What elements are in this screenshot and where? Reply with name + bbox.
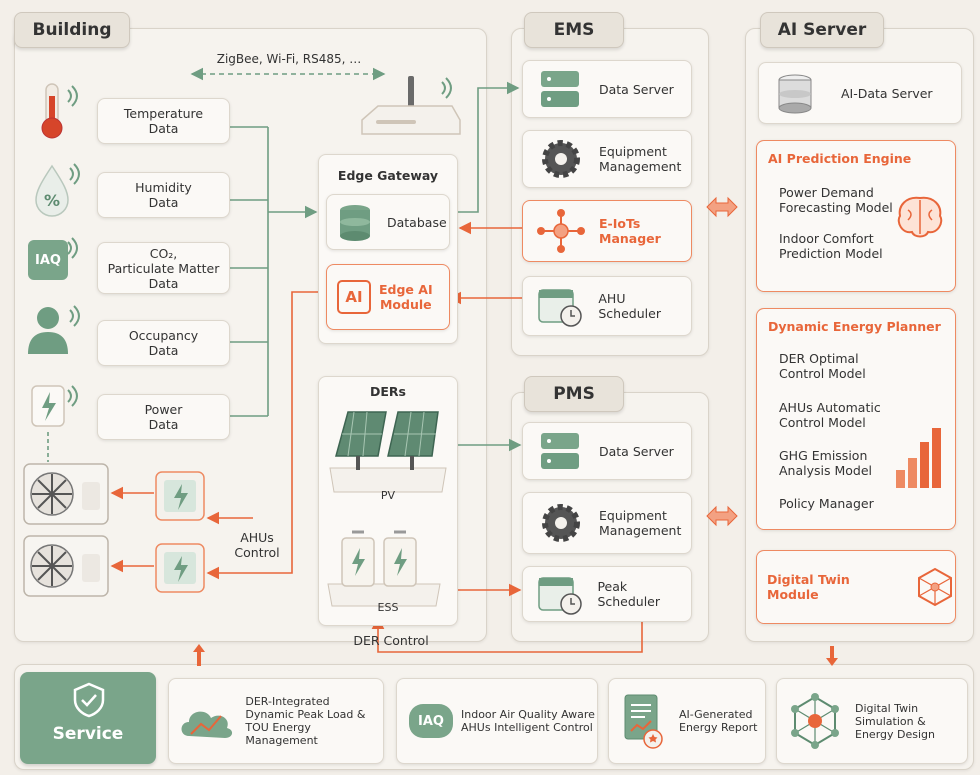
shield-check-icon	[73, 682, 105, 718]
dynamic-energy-planner-card	[756, 308, 956, 530]
temperature-data-card: Temperature Data	[97, 98, 230, 144]
service-title: Service	[52, 724, 124, 744]
pms-data-server-card: Data Server	[522, 422, 692, 480]
calendar-clock-icon	[538, 577, 582, 615]
pms-equipment-management-card: Equipment Management	[522, 492, 692, 554]
service-iaq-ahu-card: IAQ Indoor Air Quality Aware AHUs Intell…	[396, 678, 598, 764]
ai-prediction-engine-title: AI Prediction Engine	[768, 151, 912, 166]
peak-scheduler-card: Peak Scheduler	[522, 566, 692, 622]
thermometer-icon	[41, 83, 78, 139]
ems-equipment-management-label: Equipment Management	[599, 144, 682, 174]
power-data-label: Power Data	[144, 402, 183, 432]
network-nodes-icon	[537, 209, 585, 253]
edge-gateway-title: Edge Gateway	[337, 168, 439, 183]
dynamic-energy-planner-title: Dynamic Energy Planner	[768, 319, 941, 334]
ahu-unit-icon	[23, 535, 109, 597]
ess-battery-icon	[327, 530, 441, 607]
service-digital-twin-card: Digital Twin Simulation & Energy Design	[776, 678, 968, 764]
occupancy-icon	[28, 305, 80, 354]
ahu-scheduler-card: AHU Scheduler	[522, 276, 692, 336]
pms-equipment-management-label: Equipment Management	[599, 508, 682, 538]
edge-ai-module-label: Edge AI Module	[379, 282, 433, 312]
e-iots-manager-card: E-IoTs Manager	[522, 200, 692, 262]
co2-pm-data-label: CO₂, Particulate Matter Data	[107, 245, 220, 291]
ess-label: ESS	[377, 601, 399, 614]
humidity-icon: %	[35, 163, 80, 217]
bar-chart-icon	[896, 428, 941, 488]
ahu-controller-icon	[155, 543, 205, 593]
iaq-badge-icon: IAQ	[409, 704, 453, 738]
ahus-automatic-control-item: AHUs Automatic Control Model	[779, 400, 881, 430]
power-meter-icon	[31, 385, 78, 427]
cube-network-icon	[918, 567, 953, 607]
router-icon	[361, 76, 461, 135]
service-der-peak-label: DER-Integrated Dynamic Peak Load & TOU E…	[245, 695, 366, 747]
iaq-wifi-icon	[67, 237, 78, 259]
e-iots-manager-label: E-IoTs Manager	[599, 216, 661, 246]
ders-title: DERs	[370, 384, 406, 399]
database-icon	[340, 205, 370, 241]
policy-manager-item: Policy Manager	[779, 496, 874, 511]
co2-pm-data-card: CO₂, Particulate Matter Data	[97, 242, 230, 294]
peak-scheduler-label: Peak Scheduler	[597, 579, 661, 609]
cloud-chart-icon	[181, 711, 233, 738]
svg-text:%: %	[44, 191, 60, 210]
ai-data-server-card: AI-Data Server	[758, 62, 962, 124]
server-icon	[541, 71, 579, 107]
gear-icon	[542, 140, 580, 178]
ahu-scheduler-label: AHU Scheduler	[598, 291, 661, 321]
der-optimal-control-item: DER Optimal Control Model	[779, 351, 866, 381]
service-iaq-ahu-label: Indoor Air Quality Aware AHUs Intelligen…	[461, 708, 595, 734]
ems-data-server-label: Data Server	[599, 81, 674, 97]
occupancy-data-card: Occupancy Data	[97, 320, 230, 366]
pms-data-server-label: Data Server	[599, 443, 674, 459]
server-icon	[541, 433, 579, 469]
service-der-peak-card: DER-Integrated Dynamic Peak Load & TOU E…	[168, 678, 384, 764]
ems-tab: EMS	[524, 12, 624, 48]
ahus-control-label: AHUs Control	[234, 530, 280, 560]
ghg-emission-analysis-item: GHG Emission Analysis Model	[779, 448, 873, 478]
database-label: Database	[387, 214, 447, 230]
der-control-label: DER Control	[353, 633, 429, 648]
power-data-card: Power Data	[97, 394, 230, 440]
network-sphere-icon	[791, 693, 839, 749]
occupancy-data-label: Occupancy Data	[128, 328, 199, 358]
solar-panel-icon	[329, 411, 447, 493]
humidity-data-label: Humidity Data	[135, 180, 192, 210]
calendar-clock-icon	[538, 289, 582, 327]
database-icon	[778, 74, 812, 114]
power-demand-forecasting-item: Power Demand Forecasting Model	[779, 185, 893, 215]
ai-chip-icon: AI	[337, 280, 371, 314]
humidity-data-card: Humidity Data	[97, 172, 230, 218]
ems-data-server-card: Data Server	[522, 60, 692, 118]
ai-server-tab: AI Server	[760, 12, 884, 48]
protocols-label: ZigBee, Wi-Fi, RS485, …	[216, 52, 362, 66]
indoor-comfort-prediction-item: Indoor Comfort Prediction Model	[779, 231, 883, 261]
digital-twin-module-card: Digital Twin Module	[756, 550, 956, 624]
edge-ai-module-card: AI Edge AI Module	[326, 264, 450, 330]
pms-tab: PMS	[524, 376, 624, 412]
digital-twin-module-label: Digital Twin Module	[767, 572, 850, 602]
ahu-controller-icon	[155, 471, 205, 521]
temperature-data-label: Temperature Data	[123, 106, 204, 136]
service-energy-report-card: AI-Generated Energy Report	[608, 678, 766, 764]
report-document-icon	[624, 694, 663, 749]
building-tab: Building	[14, 12, 130, 48]
gear-icon	[542, 504, 580, 542]
pv-label: PV	[380, 489, 396, 502]
service-digital-twin-label: Digital Twin Simulation & Energy Design	[855, 701, 935, 741]
iaq-sensor-icon: IAQ	[28, 240, 68, 280]
ahu-unit-icon	[23, 463, 109, 525]
brain-icon	[897, 196, 943, 238]
ai-data-server-label: AI-Data Server	[841, 85, 933, 101]
ems-equipment-management-card: Equipment Management	[522, 130, 692, 188]
service-energy-report-label: AI-Generated Energy Report	[679, 708, 758, 734]
database-card: Database	[326, 194, 450, 250]
service-title-block: Service	[20, 672, 156, 764]
